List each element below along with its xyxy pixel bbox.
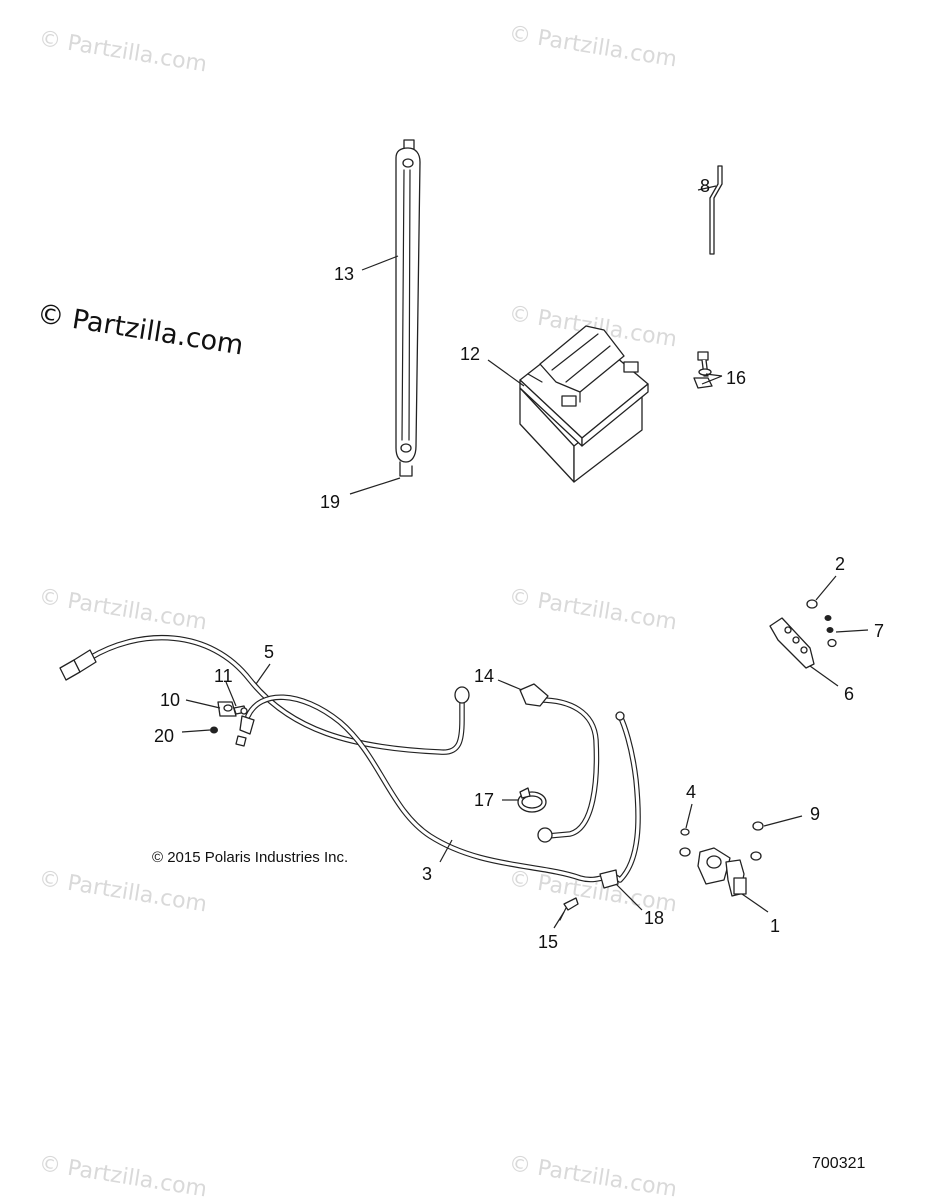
leader-14 bbox=[497, 679, 523, 691]
leader-18 bbox=[615, 883, 643, 911]
callout-19: 19 bbox=[320, 492, 340, 512]
watermark-left-mid: © Partzilla.com bbox=[37, 584, 209, 635]
hold-down-strap bbox=[395, 139, 421, 477]
callout-2: 2 bbox=[835, 554, 845, 574]
callout-15: 15 bbox=[538, 932, 558, 952]
leader-3 bbox=[439, 839, 453, 863]
leader-8 bbox=[697, 185, 717, 191]
solenoid-relay bbox=[679, 821, 764, 897]
leader-1 bbox=[741, 893, 769, 913]
copyright-text: © 2015 Polaris Industries Inc. bbox=[152, 849, 348, 866]
positive-cable-boot bbox=[519, 683, 600, 843]
callout-18: 18 bbox=[644, 908, 664, 928]
callout-16: 16 bbox=[726, 368, 746, 388]
callout-5: 5 bbox=[264, 642, 274, 662]
watermark-bottom-center: © Partzilla.com bbox=[507, 1151, 679, 1200]
leader-19 bbox=[349, 477, 401, 495]
battery bbox=[519, 325, 649, 483]
callout-14: 14 bbox=[474, 666, 494, 686]
callout-12: 12 bbox=[460, 344, 480, 364]
watermark-center-mid: © Partzilla.com bbox=[507, 584, 679, 635]
watermark-left-lower: © Partzilla.com bbox=[37, 866, 209, 917]
callout-3: 3 bbox=[422, 864, 432, 884]
leader-20 bbox=[181, 729, 211, 733]
battery-cable-long bbox=[235, 694, 641, 889]
watermark-top-center: © Partzilla.com bbox=[507, 21, 679, 72]
watermarks: © Partzilla.com © Partzilla.com © Partzi… bbox=[37, 21, 679, 1200]
terminal-block bbox=[769, 599, 837, 669]
callout-11: 11 bbox=[214, 666, 233, 686]
vent-rod bbox=[709, 165, 723, 255]
callout-1: 1 bbox=[770, 916, 780, 936]
callouts: 1 2 3 4 5 6 7 8 9 10 11 12 13 14 15 16 1… bbox=[154, 176, 884, 952]
watermark-main: © Partzilla.com bbox=[35, 298, 246, 361]
figure-number: 700321 bbox=[812, 1155, 865, 1172]
clamp-assembly bbox=[210, 701, 248, 734]
cable-tie bbox=[559, 897, 579, 921]
leader-10 bbox=[185, 699, 221, 709]
leader-11 bbox=[225, 681, 237, 707]
hose-clamp bbox=[517, 787, 547, 813]
leader-15 bbox=[553, 911, 565, 929]
callout-20: 20 bbox=[154, 726, 174, 746]
leader-13 bbox=[361, 255, 399, 271]
leader-2 bbox=[815, 575, 837, 601]
leader-5 bbox=[255, 663, 271, 685]
leader-6 bbox=[809, 665, 839, 687]
watermark-top-left: © Partzilla.com bbox=[37, 26, 209, 77]
battery-bolt bbox=[693, 351, 713, 389]
leader-12 bbox=[487, 359, 525, 387]
callout-10: 10 bbox=[160, 690, 180, 710]
callout-17: 17 bbox=[474, 790, 494, 810]
callout-8: 8 bbox=[700, 176, 710, 196]
callout-9: 9 bbox=[810, 804, 820, 824]
callout-13: 13 bbox=[334, 264, 354, 284]
leader-lines bbox=[181, 185, 869, 929]
callout-4: 4 bbox=[686, 782, 696, 802]
leader-4 bbox=[685, 803, 693, 829]
watermark-bottom-left: © Partzilla.com bbox=[37, 1151, 209, 1200]
callout-6: 6 bbox=[844, 684, 854, 704]
leader-16 bbox=[701, 373, 723, 385]
leader-7 bbox=[835, 629, 869, 633]
harness-cable bbox=[59, 634, 470, 755]
leader-9 bbox=[763, 815, 803, 827]
callout-7: 7 bbox=[874, 621, 884, 641]
